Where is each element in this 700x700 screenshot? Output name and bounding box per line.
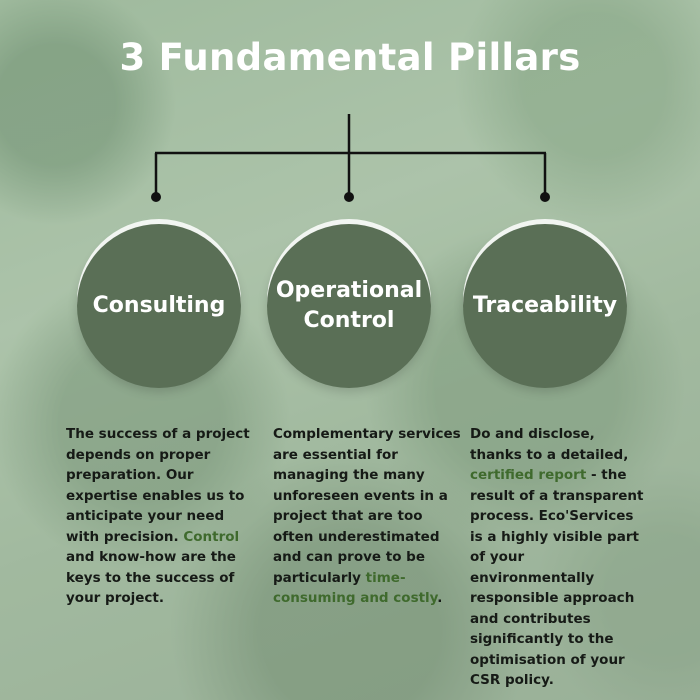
consulting-description-text-end: and know-how are the keys to the success… (66, 549, 236, 606)
operational-control-description: Complementary services are essential for… (273, 424, 463, 609)
traceability-description-highlight: certified report (470, 467, 587, 483)
pillar-traceability-label: Traceability (472, 293, 618, 319)
consulting-description-text: The success of a project depends on prop… (66, 426, 250, 545)
connector-dot-left (151, 192, 161, 202)
operational-control-description-text-end: . (437, 590, 443, 606)
pillar-operational-control-label-line2: Control (303, 308, 395, 333)
operational-control-description-text: Complementary services are essential for… (273, 426, 461, 586)
operational-control-description-highlight: time-consuming and costly (273, 569, 438, 607)
page-title: 3 Fundamental Pillars (119, 36, 581, 79)
consulting-description-highlight: Control (183, 528, 240, 545)
consulting-description: The success of a project depends on prop… (66, 424, 256, 609)
pillar-consulting-label: Consulting (92, 293, 226, 319)
connector-dot-right (540, 192, 550, 202)
pillar-consulting: Consulting (77, 224, 241, 388)
traceability-description-text: Do and disclose, thanks to a detailed, (470, 426, 629, 463)
connector-dot-middle (344, 192, 354, 202)
traceability-description: Do and disclose, thanks to a detailed, c… (470, 424, 650, 691)
pillar-traceability: Traceability (463, 224, 627, 388)
pillar-operational-control-label-line1: Operational (275, 278, 423, 304)
pillar-operational-control: Operational Control (267, 224, 431, 388)
traceability-description-text-end: - the result of a transparent process. E… (470, 467, 644, 688)
